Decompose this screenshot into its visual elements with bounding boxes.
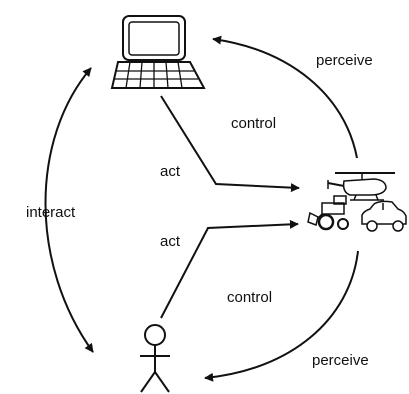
perceive-bottom-label: perceive bbox=[312, 352, 369, 369]
control-top-label: control bbox=[231, 115, 276, 132]
act-bottom-arrow bbox=[160, 219, 299, 319]
interact-label: interact bbox=[26, 204, 76, 221]
computer-terminal-icon bbox=[110, 15, 206, 89]
stick-figure-icon bbox=[140, 324, 170, 393]
act-top-label: act bbox=[160, 163, 181, 180]
car-icon bbox=[361, 200, 407, 232]
act-top-arrow bbox=[160, 95, 300, 193]
perceive-bottom-arrow bbox=[204, 250, 359, 382]
perceive-top-arrow bbox=[212, 35, 358, 159]
act-bottom-label: act bbox=[160, 233, 181, 250]
control-bottom-label: control bbox=[227, 289, 272, 306]
arrows bbox=[44, 35, 359, 382]
interact-arrow bbox=[44, 67, 94, 353]
helicopter-icon bbox=[327, 172, 395, 201]
perceive-top-label: perceive bbox=[316, 52, 373, 69]
tractor-icon bbox=[307, 195, 349, 231]
